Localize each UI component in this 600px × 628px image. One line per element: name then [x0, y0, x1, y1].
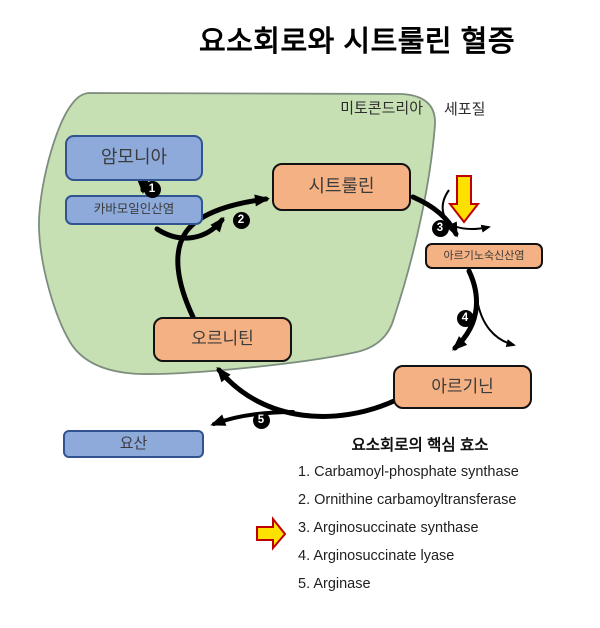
enzyme-list-title: 요소회로의 핵심 효소 — [351, 437, 489, 454]
node-ammonia: 암모니아 — [65, 135, 203, 181]
arrow-step5-to-ornithine — [216, 366, 397, 419]
node-ornithine: 오르니틴 — [153, 317, 292, 362]
node-arginine: 아르기닌 — [393, 365, 532, 409]
arrow-ornithine-to-citrulline — [175, 194, 270, 320]
highlight-down-arrow-icon — [447, 175, 481, 224]
arrow-step5-to-urea — [210, 410, 295, 426]
page-title: 요소회로와 시트룰린 혈증 — [198, 26, 516, 58]
mitochondria-label: 미토콘드리아 — [340, 100, 423, 117]
enzyme-item-3-highlighted: 3. Arginosuccinate synthase — [298, 520, 479, 536]
node-argininosuccinate: 아르기노숙신산염 — [425, 243, 543, 269]
node-citrulline: 시트룰린 — [272, 163, 411, 211]
enzyme-item-2: 2. Ornithine carbamoyltransferase — [298, 492, 517, 508]
arrow-step2-carbamoyl — [154, 216, 225, 241]
enzyme-item-1: 1. Carbamoyl-phosphate synthase — [298, 464, 519, 480]
step-3-badge: 3 — [431, 219, 449, 237]
highlight-right-arrow-icon — [256, 516, 287, 551]
node-urea: 요산 — [63, 430, 204, 458]
step-1-badge: 1 — [143, 180, 161, 198]
arrow-step3 — [410, 194, 459, 238]
enzyme-item-4: 4. Arginosuccinate lyase — [298, 548, 455, 564]
arrow-step3-cosubstrate — [441, 189, 491, 233]
arrow-step4 — [452, 268, 479, 351]
enzyme-list: 1. Carbamoyl-phosphate synthase 2. Ornit… — [298, 464, 519, 594]
enzyme-item-5: 5. Arginase — [298, 576, 371, 592]
cytoplasm-label: 세포질 — [444, 101, 486, 118]
node-carbamoyl-phosphate: 카바모일인산염 — [65, 195, 203, 225]
step-5-badge: 5 — [252, 411, 270, 429]
step-2-badge: 2 — [232, 211, 250, 229]
arrow-step4-coproduct — [476, 298, 516, 348]
step-4-badge: 4 — [456, 309, 474, 327]
